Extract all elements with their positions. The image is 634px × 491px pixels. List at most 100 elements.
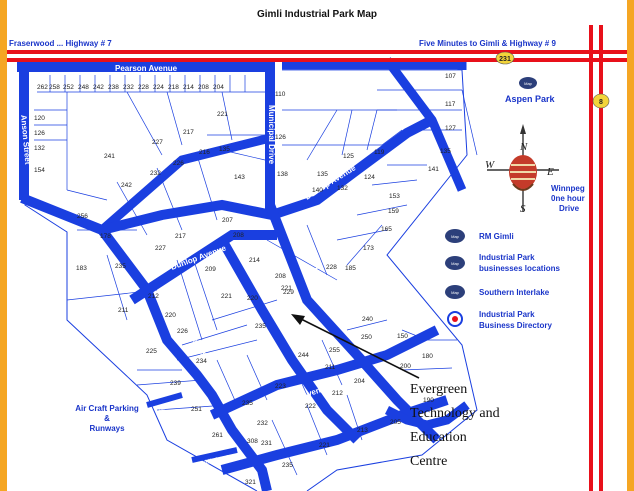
lot-number: 150 <box>397 333 408 340</box>
anson-street-label-north: Anson Street <box>19 114 32 165</box>
lot-number: 200 <box>400 363 411 370</box>
lot-number: 224 <box>153 84 164 91</box>
lot-number: 227 <box>155 245 166 252</box>
lot-number: 126 <box>275 134 286 141</box>
lot-number: 222 <box>305 403 316 410</box>
svg-text:Education: Education <box>410 430 467 445</box>
lot-number: 124 <box>364 174 375 181</box>
lot-number: 153 <box>389 193 400 200</box>
runways-label: Runways <box>89 424 125 433</box>
lot-number: 214 <box>249 257 260 264</box>
compass-rose-icon: N S E W <box>485 124 559 215</box>
lot-number: 226 <box>173 160 184 167</box>
svg-text:Map: Map <box>451 261 460 266</box>
shield-8-icon: 8 <box>592 93 610 109</box>
lot-number: 107 <box>445 73 456 80</box>
lot-number: 127 <box>445 125 456 132</box>
lot-number: 209 <box>205 266 216 273</box>
lot-number: 110 <box>275 91 286 98</box>
svg-text:Map: Map <box>451 290 460 295</box>
lot-number: 117 <box>445 101 456 108</box>
lot-number: 154 <box>34 167 45 174</box>
legend-rm-gimli[interactable]: Map RM Gimli <box>445 229 514 243</box>
lot-number: 235 <box>255 323 266 330</box>
svg-text:Map: Map <box>451 234 460 239</box>
lot-number: 211 <box>118 307 129 314</box>
lot-number: 321 <box>245 479 256 486</box>
map-canvas: Fraserwood ... Highway # 7 Five Minutes … <box>7 25 627 491</box>
lot-number: 141 <box>428 166 439 173</box>
lot-number: 120 <box>34 115 45 122</box>
lot-number: 232 <box>257 420 268 427</box>
legend-industrial-park-locations[interactable]: Map Industrial Park businesses locations <box>445 253 560 273</box>
lot-number: 251 <box>191 406 202 413</box>
industrial-park-map[interactable]: Gimli Industrial Park Map <box>7 0 627 491</box>
lot-number: 225 <box>146 348 157 355</box>
svg-text:Evergreen: Evergreen <box>410 382 467 397</box>
lot-number: 220 <box>165 312 176 319</box>
lot-number: 261 <box>212 432 223 439</box>
morlock-drive-label: Morlock Drive <box>401 207 439 256</box>
lot-number: 165 <box>381 226 392 233</box>
svg-text:Map: Map <box>524 81 533 86</box>
lot-number: 221 <box>221 293 232 300</box>
lot-number: 212 <box>332 390 343 397</box>
legend-southern-interlake[interactable]: Map Southern Interlake <box>445 285 550 299</box>
lot-number: 229 <box>283 289 294 296</box>
lot-number: 212 <box>148 293 159 300</box>
lot-number: 308 <box>247 438 258 445</box>
lot-number: 238 <box>108 84 119 91</box>
lot-number: 217 <box>175 233 186 240</box>
lot-number: 190 <box>423 397 434 404</box>
map-globe-icon <box>445 256 465 270</box>
lot-number: 208 <box>198 84 209 91</box>
shield-231-icon: 231 <box>495 51 515 65</box>
svg-text:RM Gimli: RM Gimli <box>479 232 514 241</box>
lot-number: 241 <box>104 153 115 160</box>
svg-text:Technology and: Technology and <box>410 406 500 421</box>
svg-text:Centre: Centre <box>410 454 447 469</box>
lot-number: 258 <box>49 84 60 91</box>
lot-number: 218 <box>168 84 179 91</box>
lot-number: 205 <box>390 419 401 426</box>
lot-number: 216 <box>199 149 210 156</box>
lot-number: 262 <box>37 84 48 91</box>
lot-number: 228 <box>326 264 337 271</box>
lot-number: 232 <box>123 84 134 91</box>
winnipeg-line-2: 0ne hour <box>551 194 585 203</box>
lot-number: 217 <box>183 129 194 136</box>
lot-number: 223 <box>275 383 286 390</box>
lot-number: 204 <box>354 378 365 385</box>
lot-number: 159 <box>388 208 399 215</box>
municipal-drive-label-north: Municipal Drive <box>267 105 276 165</box>
lot-number: 227 <box>152 139 163 146</box>
svg-text:Business Directory: Business Directory <box>479 321 552 330</box>
aspen-park-label: Aspen Park <box>505 94 556 104</box>
pearson-avenue-label: Pearson Avenue <box>115 64 178 73</box>
lot-number: 256 <box>77 213 88 220</box>
lot-number: 180 <box>422 353 433 360</box>
parcel-lines <box>34 69 478 476</box>
lot-number: 235 <box>242 400 253 407</box>
lot-number: 221 <box>217 111 228 118</box>
lot-number: 132 <box>337 185 348 192</box>
lot-number: 248 <box>78 84 89 91</box>
lot-number: 185 <box>345 265 356 272</box>
svg-text:8: 8 <box>599 99 603 106</box>
callout-evergreen: Evergreen Technology and Education Centr… <box>291 314 500 469</box>
lot-number: 214 <box>183 84 194 91</box>
svg-text:231: 231 <box>499 56 511 63</box>
lot-number: 226 <box>177 328 188 335</box>
lot-number: 135 <box>440 148 451 155</box>
svg-text:businesses locations: businesses locations <box>479 264 560 273</box>
svg-text:N: N <box>519 141 528 153</box>
lot-number: 242 <box>121 182 132 189</box>
svg-text:Industrial Park: Industrial Park <box>479 310 535 319</box>
lot-number: 235 <box>115 263 126 270</box>
lot-number: 220 <box>247 295 258 302</box>
highway-7-label: Fraserwood ... Highway # 7 <box>9 39 112 48</box>
aspen-park-icon[interactable]: Map <box>519 77 537 89</box>
legend-business-directory[interactable]: Industrial Park Business Directory <box>447 310 552 330</box>
road-network[interactable] <box>17 57 470 491</box>
lot-number: 119 <box>374 149 385 156</box>
